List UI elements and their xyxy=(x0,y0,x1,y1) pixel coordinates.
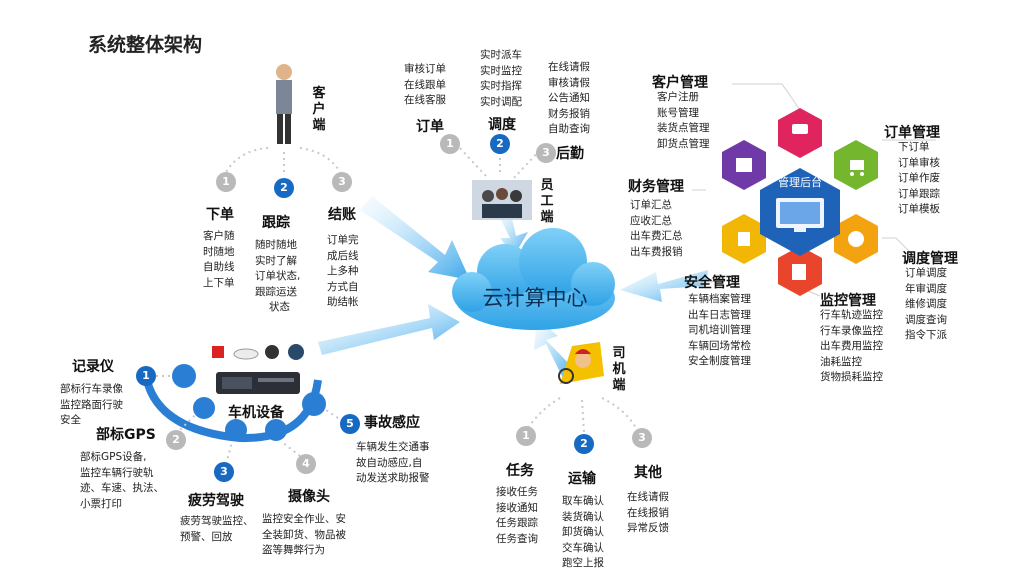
module-order-items: 下订单订单审核 订单作废订单跟踪 订单模板 xyxy=(898,141,940,215)
vehicle-step-4: 4 xyxy=(296,454,316,474)
staff-item-1-head: 订单 xyxy=(416,119,444,135)
staff-item-1-desc: 审核订单在线跟单在线客服 xyxy=(404,63,446,106)
vehicle-item-1-desc: 部标行车录像监控路面行驶安全 xyxy=(60,383,123,426)
module-order-title: 订单管理 xyxy=(884,125,940,141)
driver-step-3: 3 xyxy=(632,428,652,448)
arrow-customer-to-cloud xyxy=(360,196,470,280)
staff-step-3: 3 xyxy=(536,143,556,163)
arrow-staff-to-cloud xyxy=(497,210,528,256)
vehicle-item-2-desc: 部标GPS设备,监控车辆行驶轨 迹、车速、执法、小票打印 xyxy=(80,451,164,510)
vehicle-item-3-desc: 疲劳驾驶监控、预警、回放 xyxy=(180,515,254,543)
vehicle-step-5: 5 xyxy=(340,414,360,434)
vehicle-icon-circles xyxy=(172,364,326,441)
module-customer-items: 客户注册账号管理 装货点管理卸货点管理 xyxy=(657,91,710,150)
module-finance-title: 财务管理 xyxy=(628,179,684,195)
vehicle-item-3-head: 疲劳驾驶 xyxy=(188,493,244,509)
driver-item-2-desc: 取车确认装货确认 卸货确认交车确认 跑空上报 xyxy=(562,495,604,569)
driver-connectors xyxy=(527,397,637,433)
vehicle-item-5-desc: 车辆发生交通事故自动感应,自动发送求助报警 xyxy=(356,441,430,484)
vehicle-step-1: 1 xyxy=(136,366,156,386)
customer-item-1-head: 下单 xyxy=(206,207,234,223)
staff-item-3-head: 后勤 xyxy=(556,146,584,162)
module-dispatch-title: 调度管理 xyxy=(902,251,958,267)
vehicle-item-4-head: 摄像头 xyxy=(288,489,330,505)
cloud-shape xyxy=(452,228,615,330)
customer-step-2: 2 xyxy=(274,178,294,198)
driver-item-3-desc: 在线请假在线报销 异常反馈 xyxy=(627,491,669,534)
staff-item-2-head: 调度 xyxy=(488,117,516,133)
page-title: 系统整体架构 xyxy=(88,34,203,56)
vehicle-item-1-head: 记录仪 xyxy=(72,359,114,375)
driver-item-3-head: 其他 xyxy=(634,465,662,481)
vehicle-item-4-desc: 监控安全作业、安全装卸货、物品被盗等舞弊行为 xyxy=(262,513,346,556)
module-finance-items: 订单汇总应收汇总 出车费汇总出车费报销 xyxy=(630,199,683,258)
customer-side-label: 客户端 xyxy=(312,86,326,133)
driver-item-1-desc: 接收任务接收通知 任务跟踪任务查询 xyxy=(496,486,538,545)
driver-item-2-head: 运输 xyxy=(568,471,596,487)
module-monitor-items: 行车轨迹监控行车录像监控 出车费用监控油耗监控 货物损耗监控 xyxy=(820,309,883,383)
customer-item-2-desc: 随时随地实时了解 订单状态,跟踪运送 状态 xyxy=(255,239,301,313)
cloud-center-label: 云计算中心 xyxy=(482,286,588,310)
module-dispatch-items: 订单调度年审调度 维修调度调度查询 指令下派 xyxy=(905,267,947,341)
staff-side-label: 员工端 xyxy=(540,178,554,225)
staff-step-1: 1 xyxy=(440,134,460,154)
driver-side-label: 司机端 xyxy=(612,346,626,393)
backend-hub-label: 管理后台 xyxy=(778,176,822,189)
customer-step-1: 1 xyxy=(216,172,236,192)
staff-step-2: 2 xyxy=(490,134,510,154)
module-monitor-title: 监控管理 xyxy=(820,293,876,309)
customer-connectors xyxy=(225,147,341,173)
vehicle-item-5-head: 事故感应 xyxy=(364,415,420,431)
customer-person xyxy=(276,64,292,144)
driver-step-1: 1 xyxy=(516,426,536,446)
vehicle-item-2-head: 部标GPS xyxy=(96,427,156,443)
staff-connectors xyxy=(459,147,541,179)
module-safety-items: 车辆档案管理出车日志管理 司机培训管理车辆回场常检 安全制度管理 xyxy=(688,293,751,367)
driver-step-2: 2 xyxy=(574,434,594,454)
vehicle-step-2: 2 xyxy=(166,430,186,450)
staff-item-3-desc: 在线请假审核请假 公告通知财务报销 自助查询 xyxy=(548,61,590,135)
vehicle-step-3: 3 xyxy=(214,462,234,482)
staff-item-2-desc: 实时派车实时监控 实时指挥实时调配 xyxy=(480,49,522,108)
customer-item-1-desc: 客户随时随地 自助线上下单 xyxy=(203,230,235,289)
staff-photo xyxy=(472,180,532,220)
vehicle-hub-label: 车机设备 xyxy=(228,405,284,421)
honeycomb xyxy=(722,108,878,296)
customer-step-3: 3 xyxy=(332,172,352,192)
arrow-backend-to-cloud xyxy=(620,270,708,302)
driver-item-1-head: 任务 xyxy=(506,463,534,479)
arrow-driver-to-cloud xyxy=(534,318,575,378)
arrow-vehicle-to-cloud xyxy=(318,304,460,355)
module-customer-title: 客户管理 xyxy=(652,75,708,91)
module-safety-title: 安全管理 xyxy=(684,275,740,291)
customer-item-2-head: 跟踪 xyxy=(262,215,290,231)
customer-item-3-desc: 订单完成后线 上多种方式自 助结帐 xyxy=(327,234,359,308)
driver-illustration xyxy=(558,342,604,384)
customer-item-3-head: 结账 xyxy=(328,207,356,223)
